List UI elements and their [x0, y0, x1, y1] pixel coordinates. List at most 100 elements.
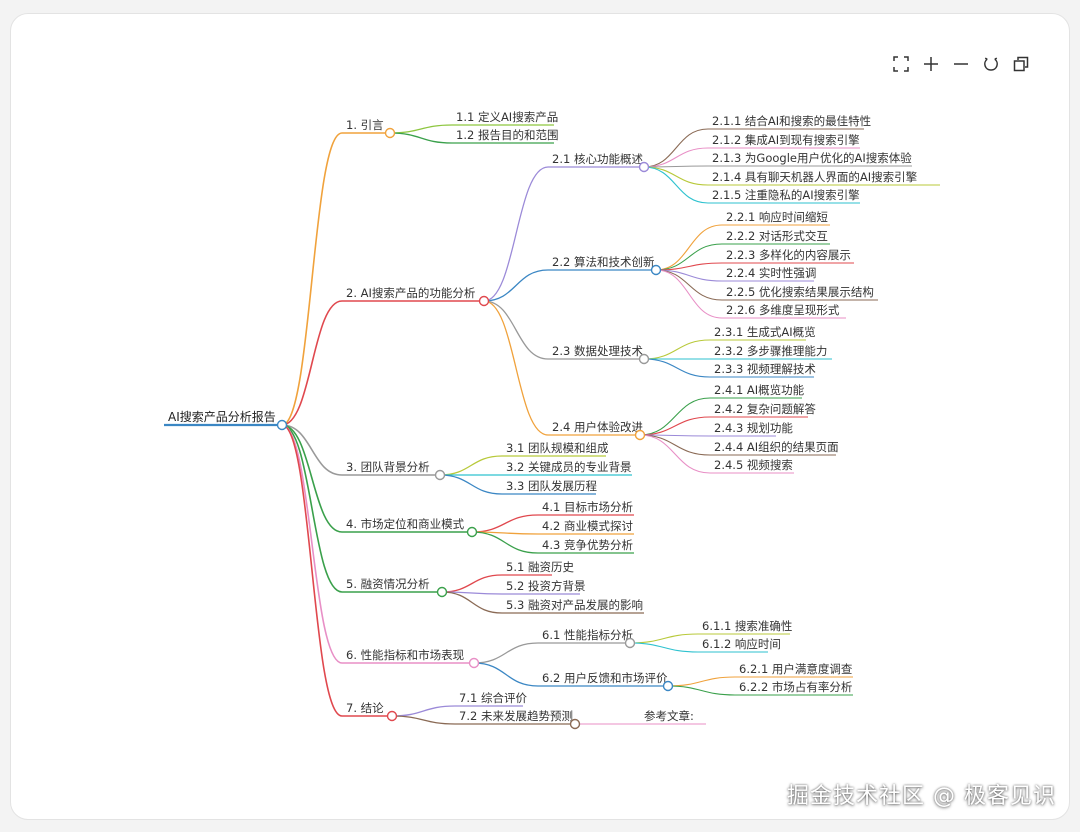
- mindmap-edge: [389, 132, 453, 144]
- leaf-node-2-1-1[interactable]: 2.1.1 结合AI和搜索的最佳特性: [712, 114, 871, 128]
- collapse-toggle[interactable]: [436, 586, 448, 598]
- collapse-toggle[interactable]: [569, 718, 581, 730]
- mindmap-edge: [281, 132, 343, 426]
- mindmap-edge: [391, 715, 456, 725]
- leaf-node-6-1-2[interactable]: 6.1.2 响应时间: [702, 637, 781, 651]
- mindmap-edge: [281, 424, 343, 593]
- mindmap-edge: [655, 269, 723, 319]
- mindmap-edge: [441, 591, 503, 614]
- zoom-out-button[interactable]: [949, 52, 973, 76]
- collapse-toggle[interactable]: [384, 127, 396, 139]
- leaf-node-2-2-5[interactable]: 2.2.5 优化搜索结果展示结构: [726, 285, 874, 299]
- collapse-toggle[interactable]: [468, 657, 480, 669]
- leaf-node-2-4-1[interactable]: 2.4.1 AI概览功能: [714, 383, 805, 397]
- refresh-icon: [984, 57, 998, 71]
- leaf-node-2-3-3[interactable]: 2.3.3 视频理解技术: [714, 362, 816, 376]
- leaf-node-2-4-2[interactable]: 2.4.2 复杂问题解答: [714, 402, 816, 416]
- collapse-toggle[interactable]: [650, 264, 662, 276]
- branch-node-1[interactable]: 1. 引言: [346, 118, 384, 132]
- child-node-4-3[interactable]: 4.3 竞争优势分析: [542, 538, 633, 552]
- plus-icon: [924, 57, 938, 71]
- mindmap-edge: [281, 424, 343, 533]
- leaf-node-2-2-4[interactable]: 2.2.4 实时性强调: [726, 266, 816, 280]
- leaf-node-2-1-5[interactable]: 2.1.5 注重隐私的AI搜索引擎: [712, 188, 860, 202]
- mindmap-edge: [629, 642, 699, 653]
- child-node-6-1[interactable]: 6.1 性能指标分析: [542, 628, 633, 642]
- mindmap-edge: [643, 147, 709, 168]
- child-node-5-2[interactable]: 5.2 投资方背景: [506, 579, 585, 593]
- leaf-node-2-1-3[interactable]: 2.1.3 为Google用户优化的AI搜索体验: [712, 151, 912, 165]
- leaf-node-2-2-1[interactable]: 2.2.1 响应时间缩短: [726, 210, 828, 224]
- mindmap-edge: [471, 514, 539, 533]
- collapse-toggle[interactable]: [638, 353, 650, 365]
- child-node-3-2[interactable]: 3.2 关键成员的专业背景: [506, 460, 631, 474]
- leaf-node-2-1-4[interactable]: 2.1.4 具有聊天机器人界面的AI搜索引擎: [712, 170, 918, 184]
- child-node-4-2[interactable]: 4.2 商业模式探讨: [542, 519, 633, 533]
- collapse-toggle[interactable]: [662, 680, 674, 692]
- child-node-3-3[interactable]: 3.3 团队发展历程: [506, 479, 597, 493]
- child-node-1-1[interactable]: 1.1 定义AI搜索产品: [456, 110, 558, 124]
- child-node-4-1[interactable]: 4.1 目标市场分析: [542, 500, 633, 514]
- leaf-node-2-2-6[interactable]: 2.2.6 多维度呈现形式: [726, 303, 840, 317]
- mindmap-edge: [643, 166, 709, 204]
- collapse-toggle[interactable]: [634, 429, 646, 441]
- child-node-2-1[interactable]: 2.1 核心功能概述: [552, 152, 643, 166]
- branch-node-2[interactable]: 2. AI搜索产品的功能分析: [346, 286, 475, 300]
- child-node-7-1[interactable]: 7.1 综合评价: [459, 691, 527, 705]
- child-node-6-2[interactable]: 6.2 用户反馈和市场评价: [542, 671, 668, 685]
- child-node-3-1[interactable]: 3.1 团队规模和组成: [506, 441, 609, 455]
- collapse-toggle[interactable]: [466, 526, 478, 538]
- leaf-node-2-4-3[interactable]: 2.4.3 规划功能: [714, 421, 793, 435]
- child-node-7-2[interactable]: 7.2 未来发展趋势预测: [459, 709, 573, 723]
- child-node-5-3[interactable]: 5.3 融资对产品发展的影响: [506, 598, 643, 612]
- leaf-node-2-2-3[interactable]: 2.2.3 多样化的内容展示: [726, 248, 851, 262]
- leaf-node-2-3-1[interactable]: 2.3.1 生成式AI概览: [714, 325, 816, 339]
- toolbar: [889, 52, 1033, 76]
- root-node-label[interactable]: AI搜索产品分析报告: [168, 409, 276, 424]
- collapse-toggle[interactable]: [638, 161, 650, 173]
- copy-button[interactable]: [1009, 52, 1033, 76]
- mindmap-edge: [391, 705, 456, 717]
- leaf-node-6-2-2[interactable]: 6.2.2 市场占有率分析: [739, 680, 852, 694]
- branch-node-6[interactable]: 6. 性能指标和市场表现: [346, 648, 464, 662]
- child-node-2-3[interactable]: 2.3 数据处理技术: [552, 344, 643, 358]
- mindmap-edge: [639, 434, 711, 456]
- leaf-node-2-4-4[interactable]: 2.4.4 AI组织的结果页面: [714, 440, 839, 454]
- child-node-5-1[interactable]: 5.1 融资历史: [506, 560, 574, 574]
- child-node-2-2[interactable]: 2.2 算法和技术创新: [552, 255, 655, 269]
- branch-node-3[interactable]: 3. 团队背景分析: [346, 460, 430, 474]
- mindmap-edge: [667, 685, 736, 696]
- leaf-node-2-1-2[interactable]: 2.1.2 集成AI到现有搜索引擎: [712, 133, 860, 147]
- mindmap-edge: [483, 300, 549, 360]
- leaf-node-2-3-2[interactable]: 2.3.2 多步骤推理能力: [714, 344, 827, 358]
- leaf-node-2-4-5[interactable]: 2.4.5 视频搜索: [714, 458, 793, 472]
- collapse-toggle[interactable]: [478, 295, 490, 307]
- child-node-2-4[interactable]: 2.4 用户体验改进: [552, 420, 643, 434]
- mindmap-edge: [643, 166, 709, 186]
- leaf-node-7-2-1[interactable]: 参考文章:: [644, 709, 694, 723]
- branch-node-7[interactable]: 7. 结论: [346, 701, 384, 715]
- collapse-toggle[interactable]: [276, 419, 288, 431]
- reset-button[interactable]: [979, 52, 1003, 76]
- mindmap-edge: [643, 339, 711, 360]
- child-node-1-2[interactable]: 1.2 报告目的和范围: [456, 128, 558, 142]
- mindmap-edge: [439, 455, 503, 476]
- zoom-in-button[interactable]: [919, 52, 943, 76]
- mindmap-edge: [473, 642, 539, 664]
- mindmap-edge: [281, 424, 343, 717]
- branch-node-5[interactable]: 5. 融资情况分析: [346, 577, 430, 591]
- leaf-node-2-2-2[interactable]: 2.2.2 对话形式交互: [726, 229, 828, 243]
- collapse-toggle[interactable]: [434, 469, 446, 481]
- mindmap-edge: [655, 269, 723, 301]
- fullscreen-button[interactable]: [889, 52, 913, 76]
- collapse-toggle[interactable]: [386, 710, 398, 722]
- collapse-toggle[interactable]: [624, 637, 636, 649]
- mindmap-edge: [389, 124, 453, 134]
- mindmap-edge: [281, 424, 343, 664]
- minus-icon: [954, 63, 968, 65]
- fullscreen-icon: [893, 56, 909, 72]
- leaf-node-6-1-1[interactable]: 6.1.1 搜索准确性: [702, 619, 792, 633]
- branch-node-4[interactable]: 4. 市场定位和商业模式: [346, 517, 465, 531]
- leaf-node-6-2-1[interactable]: 6.2.1 用户满意度调查: [739, 662, 853, 676]
